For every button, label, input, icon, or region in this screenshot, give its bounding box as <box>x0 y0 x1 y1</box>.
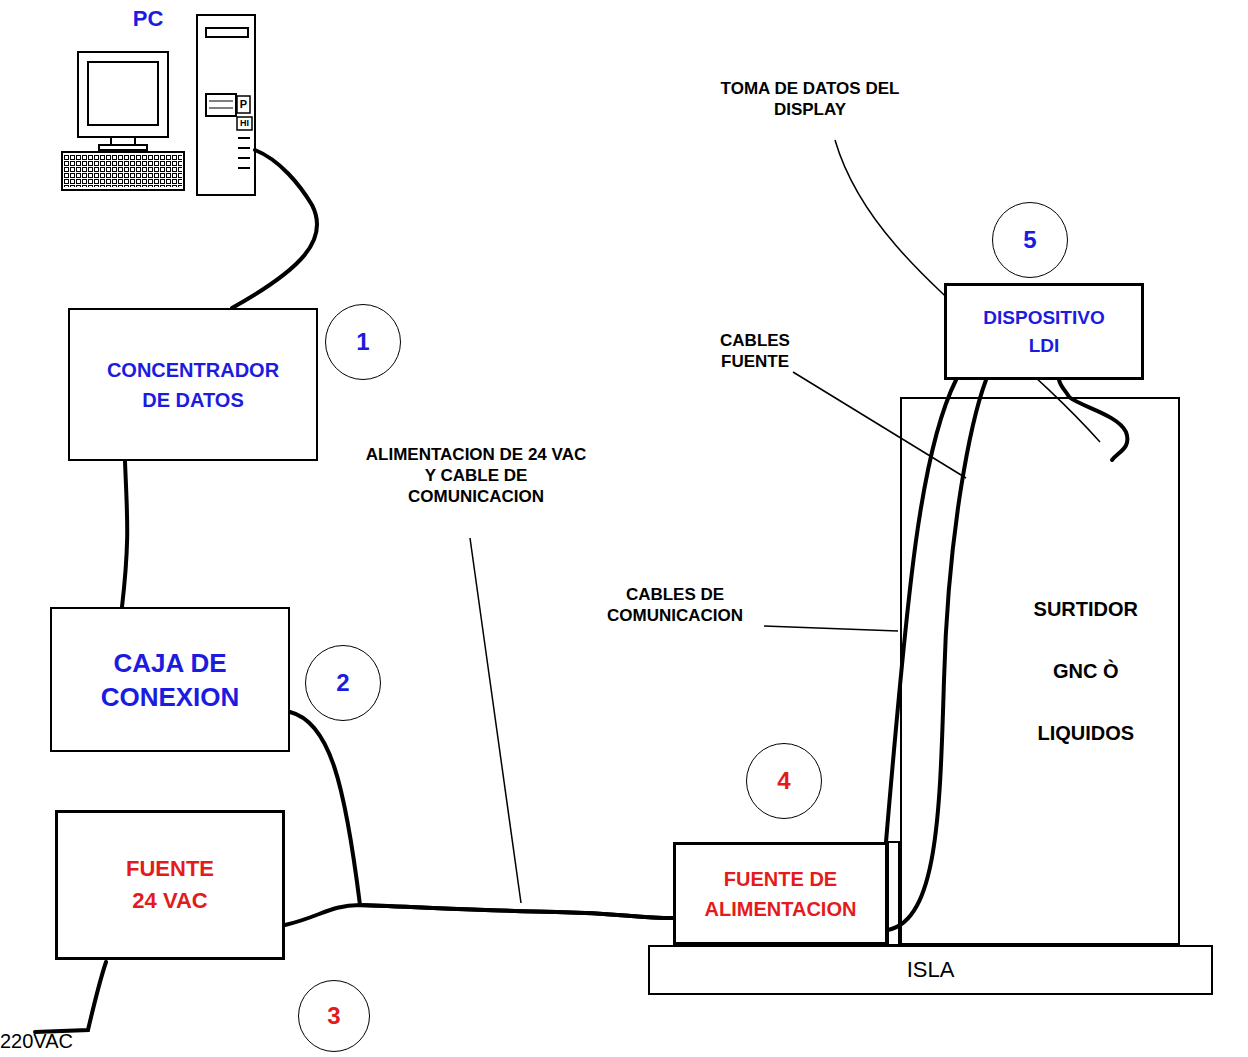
callout-number: 3 <box>327 1002 340 1030</box>
box-text: FUENTE 24 VAC <box>115 853 225 917</box>
note-label: TOMA DE DATOS DEL DISPLAY <box>712 78 908 120</box>
cable <box>1059 380 1069 397</box>
callout-circle: 2 <box>305 645 381 721</box>
box-text: CAJA DE CONEXION <box>101 646 240 714</box>
junction-box: CAJA DE CONEXION <box>50 607 290 752</box>
pc-illustration <box>62 15 255 195</box>
box-text: SURTIDOR GNC Ò LIQUIDOS <box>1034 578 1138 764</box>
voltage-label: 220VAC <box>0 1031 90 1052</box>
callout-circle: 5 <box>992 202 1068 278</box>
tower-label: HI <box>237 118 252 129</box>
note-label: CABLES DE COMUNICACION <box>585 584 765 626</box>
leader-lines <box>470 140 1100 903</box>
note-label: CABLES FUENTE <box>715 330 795 372</box>
cable <box>285 905 673 925</box>
callout-number: 2 <box>336 669 349 697</box>
callout-circle: 4 <box>746 743 822 819</box>
callout-number: 5 <box>1023 226 1036 254</box>
tower-label: P <box>237 97 250 112</box>
concentrator-box: CONCENTRADOR DE DATOS <box>68 308 318 461</box>
box-text: FUENTE DE ALIMENTACION <box>693 864 868 924</box>
box-text: CONCENTRADOR DE DATOS <box>107 355 279 415</box>
device-box: DISPOSITIVO LDI <box>944 283 1144 380</box>
callout-number: 1 <box>356 328 369 356</box>
island-band: ISLA <box>648 945 1213 995</box>
cable <box>122 461 127 607</box>
box-text: ISLA <box>907 957 955 983</box>
note-label: ALIMENTACION DE 24 VAC Y CABLE DE COMUNI… <box>365 444 587 507</box>
cable <box>290 712 673 918</box>
pc-cable <box>232 150 317 308</box>
display-cable <box>1069 397 1127 460</box>
box-text: DISPOSITIVO LDI <box>969 304 1119 360</box>
callout-circle: 1 <box>325 304 401 380</box>
cable <box>888 380 986 930</box>
mains-cable <box>35 962 106 1032</box>
power-source-box: FUENTE 24 VAC <box>55 810 285 960</box>
callout-number: 4 <box>777 767 790 795</box>
power-supply-box: FUENTE DE ALIMENTACION <box>673 842 888 945</box>
pc-label: PC <box>118 8 178 29</box>
callout-circle: 3 <box>298 980 370 1052</box>
dispenser-box: SURTIDOR GNC Ò LIQUIDOS <box>900 397 1180 945</box>
